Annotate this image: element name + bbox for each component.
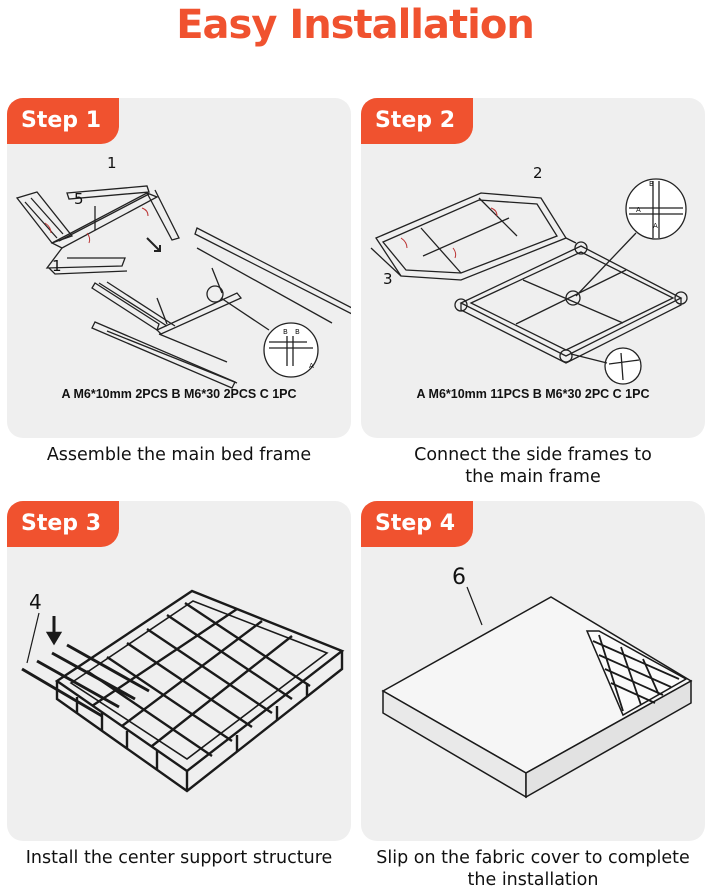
- step-3-card: 4 Step 3: [7, 501, 351, 841]
- detail-label-a2: A: [653, 222, 658, 230]
- callout-4: 4: [29, 590, 42, 614]
- step-2-caption: Connect the side frames to the main fram…: [361, 444, 705, 488]
- callout-5: 5: [74, 190, 84, 208]
- step-3-diagram: 4: [21, 589, 345, 793]
- step-2-parts: A M6*10mm 11PCS B M6*30 2PC C 1PC: [416, 387, 650, 401]
- step-2-diagram: 2 3 B A A: [370, 164, 688, 385]
- step-3-caption: Install the center support structure: [7, 847, 351, 869]
- step-1-badge: Step 1: [7, 98, 119, 144]
- detail-label-a: A: [309, 362, 314, 370]
- detail-label-b2: B: [295, 328, 300, 336]
- step-4-card: 6 Step 4: [361, 501, 705, 841]
- detail-label-b1: B: [283, 328, 288, 336]
- step-4-caption: Slip on the fabric cover to complete the…: [361, 847, 705, 891]
- step-4-caption-line2: the installation: [467, 870, 599, 890]
- detail-label-a1: A: [636, 206, 641, 214]
- callout-1-top: 1: [107, 154, 117, 172]
- step-1-caption: Assemble the main bed frame: [7, 444, 351, 466]
- callout-3: 3: [383, 270, 393, 288]
- step-2-caption-line2: the main frame: [465, 467, 601, 487]
- page-title: Easy Installation: [176, 2, 535, 48]
- callout-6: 6: [452, 565, 466, 590]
- detail-label-b: B: [649, 180, 654, 188]
- step-1-parts: A M6*10mm 2PCS B M6*30 2PCS C 1PC: [61, 387, 297, 401]
- step-3-caption-line1: Install the center support structure: [25, 848, 333, 868]
- step-4-caption-line1: Slip on the fabric cover to complete: [376, 848, 690, 868]
- step-1-diagram: 1 5 1 B B A: [15, 154, 351, 389]
- step-1-card: 1 5 1 B B A Step 1 A M6*10mm 2PCS B M6*3…: [7, 98, 351, 438]
- callout-2: 2: [533, 164, 543, 182]
- step-1-caption-line1: Assemble the main bed frame: [46, 445, 312, 465]
- step-2-caption-line1: Connect the side frames to: [414, 445, 652, 465]
- step-2-card: 2 3 B A A Step 2 A M6*10mm 11PCS B M6*30…: [361, 98, 705, 438]
- step-4-diagram: 6: [381, 565, 693, 799]
- step-4-badge: Step 4: [361, 501, 473, 547]
- callout-1-bottom: 1: [52, 257, 62, 275]
- step-2-badge: Step 2: [361, 98, 473, 144]
- step-3-badge: Step 3: [7, 501, 119, 547]
